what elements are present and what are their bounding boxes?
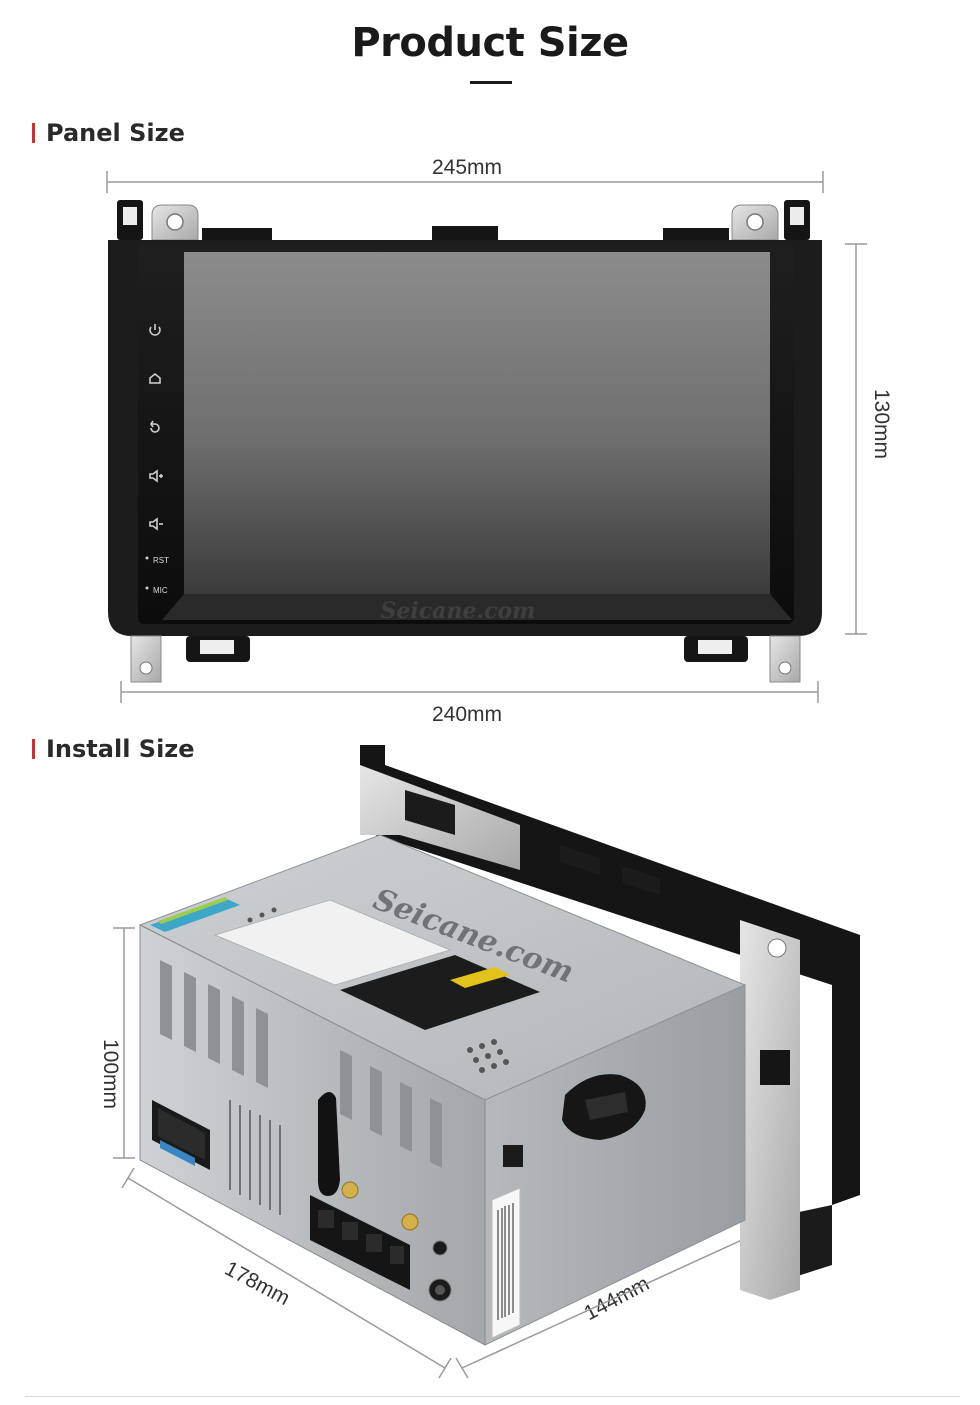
- panel-size-heading: Panel Size: [32, 119, 185, 147]
- power-icon: [149, 324, 161, 336]
- panel-width-bottom-label: 240mm: [432, 703, 503, 726]
- title-underline: [470, 81, 512, 84]
- panel-side-buttons: [149, 324, 163, 531]
- volume-up-icon: [149, 469, 163, 483]
- panel-width-top-label: 245mm: [432, 156, 503, 179]
- volume-down-icon: [149, 517, 163, 531]
- panel-width-top-dimension: [106, 171, 824, 193]
- install-size-heading-text: Install Size: [46, 735, 195, 763]
- panel-top-brackets: [117, 200, 810, 241]
- install-unit-illustration: Seicane.com: [113, 745, 860, 1379]
- rst-label: RST: [153, 556, 169, 565]
- panel-screen: [184, 252, 770, 594]
- home-icon: [149, 372, 161, 384]
- mic-label: MIC: [153, 586, 168, 595]
- panel-size-heading-text: Panel Size: [46, 119, 185, 147]
- section-accent-bar: [32, 123, 35, 143]
- footer-divider: [25, 1396, 960, 1397]
- panel-width-bottom-dimension: [120, 681, 819, 703]
- install-width-dimension: [121, 1167, 452, 1379]
- panel-bottom-brackets: [130, 635, 801, 683]
- install-size-heading: Install Size: [32, 735, 195, 763]
- section-accent-bar: [32, 739, 35, 759]
- page-title: Product Size: [351, 20, 629, 66]
- back-icon: [150, 420, 160, 433]
- install-height-dimension: [113, 927, 135, 1159]
- panel-height-dimension: [845, 243, 867, 635]
- panel-watermark: Seicane.com: [381, 598, 536, 624]
